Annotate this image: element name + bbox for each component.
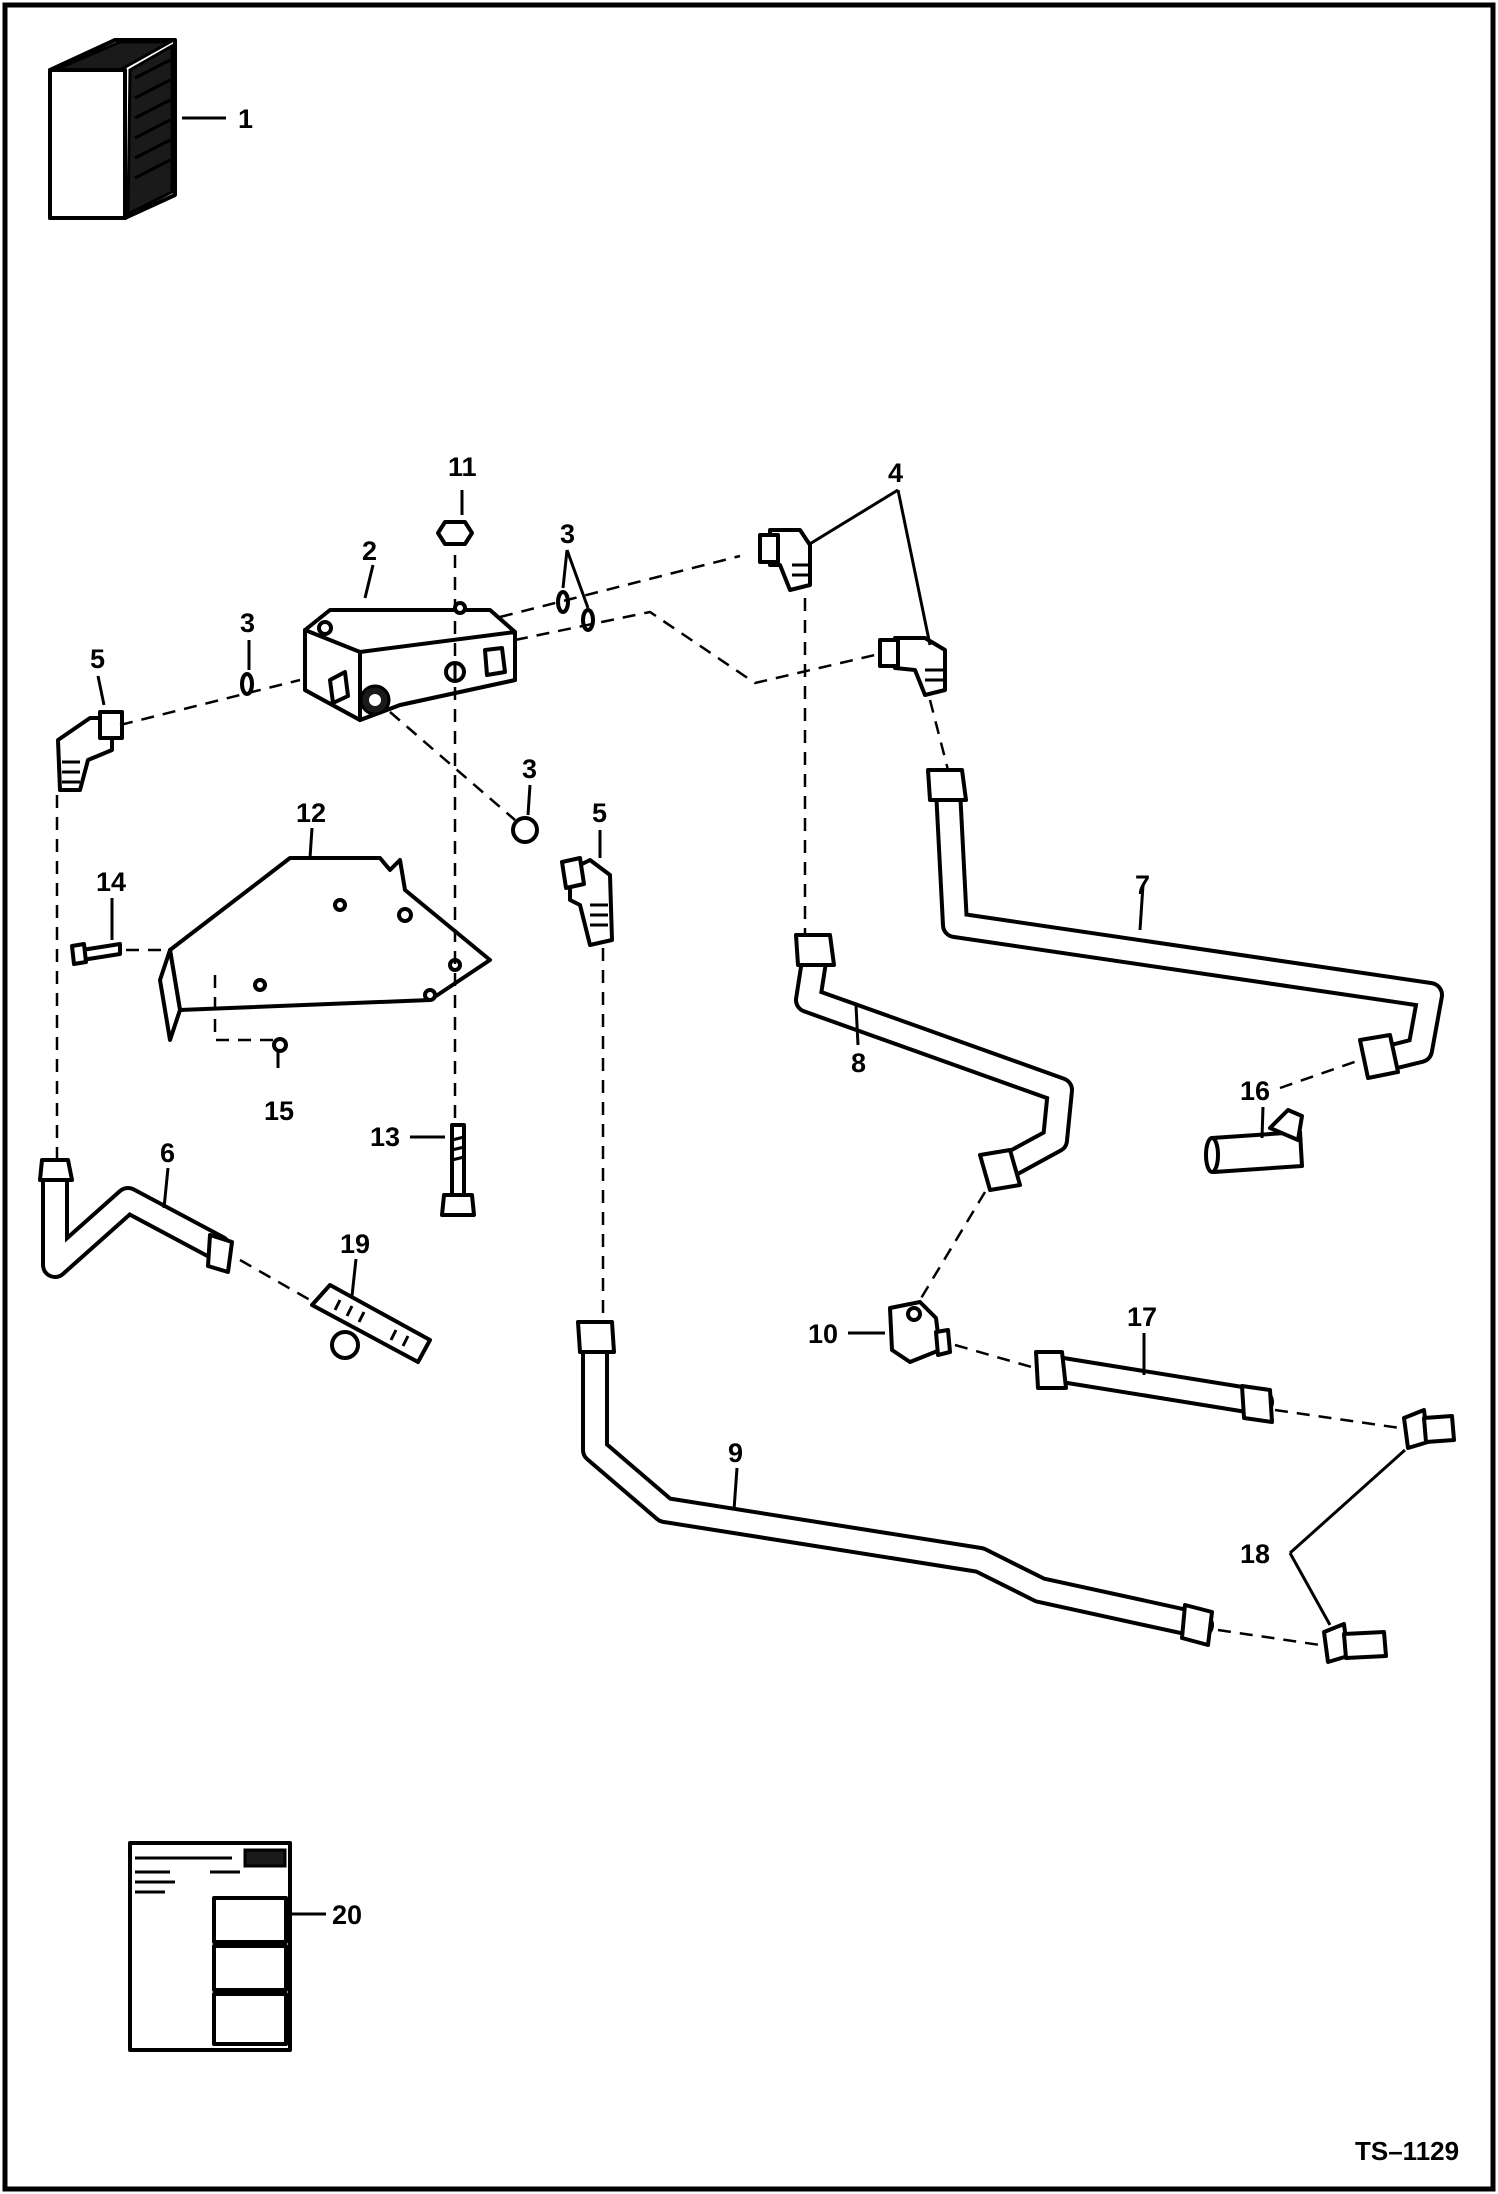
callout-11: 11 bbox=[448, 452, 477, 482]
callout-4: 4 bbox=[888, 458, 903, 488]
callout-9: 9 bbox=[728, 1438, 743, 1468]
o-ring-icon bbox=[581, 608, 595, 632]
callout-16: 16 bbox=[1240, 1076, 1270, 1106]
callout-14: 14 bbox=[96, 867, 126, 897]
valve-block-icon bbox=[303, 601, 517, 722]
o-ring-icon bbox=[511, 816, 539, 844]
bolt-icon bbox=[440, 1123, 476, 1217]
leader-lines bbox=[96, 488, 1407, 1626]
callout-19: 19 bbox=[340, 1229, 370, 1259]
drawing-number: TS–1129 bbox=[1355, 2136, 1459, 2166]
callout-17: 17 bbox=[1127, 1302, 1157, 1332]
callout-3: 3 bbox=[522, 754, 537, 784]
o-ring-icon bbox=[556, 590, 570, 614]
kit-box-icon bbox=[48, 38, 177, 220]
elbow-adapter-icon bbox=[888, 1300, 952, 1364]
o-ring-icon bbox=[240, 672, 254, 696]
callout-12: 12 bbox=[296, 798, 326, 828]
tube-6-icon bbox=[38, 1158, 234, 1279]
tube-17-icon bbox=[1034, 1350, 1274, 1424]
washer-icon bbox=[272, 1037, 288, 1053]
callout-6: 6 bbox=[160, 1138, 175, 1168]
elbow-fitting-icon bbox=[560, 856, 614, 947]
tube-8-icon bbox=[794, 933, 1074, 1192]
tube-9-icon bbox=[576, 1320, 1214, 1647]
callout-3: 3 bbox=[560, 519, 575, 549]
callout-3: 3 bbox=[240, 608, 255, 638]
callout-15: 15 bbox=[264, 1096, 294, 1126]
mounting-bracket-icon bbox=[158, 856, 492, 1042]
tee-fitting-icon bbox=[1204, 1108, 1304, 1174]
callout-1: 1 bbox=[238, 104, 253, 134]
callout-8: 8 bbox=[851, 1048, 866, 1078]
tube-7-icon bbox=[926, 768, 1444, 1080]
nut-icon bbox=[436, 520, 474, 546]
elbow-fitting-icon bbox=[56, 710, 124, 792]
callout-20: 20 bbox=[332, 1900, 362, 1930]
adapter-fitting-icon bbox=[1322, 1622, 1388, 1664]
callout-13: 13 bbox=[370, 1122, 400, 1152]
callout-5: 5 bbox=[592, 798, 607, 828]
callout-18: 18 bbox=[1240, 1539, 1270, 1569]
adapter-fitting-icon bbox=[1402, 1408, 1456, 1450]
tee-fitting-icon bbox=[310, 1283, 432, 1364]
callout-5: 5 bbox=[90, 644, 105, 674]
assembly-lines bbox=[55, 554, 1401, 1647]
screw-head-icon bbox=[70, 942, 88, 966]
callout-10: 10 bbox=[808, 1319, 838, 1349]
callout-7: 7 bbox=[1135, 870, 1150, 900]
callout-labels: 1 2 3 3 3 4 5 5 6 7 8 9 10 11 12 13 14 1… bbox=[90, 104, 1270, 1930]
decal-sheet-icon bbox=[128, 1841, 292, 2052]
elbow-fitting-icon bbox=[758, 528, 812, 592]
callout-2: 2 bbox=[362, 536, 377, 566]
